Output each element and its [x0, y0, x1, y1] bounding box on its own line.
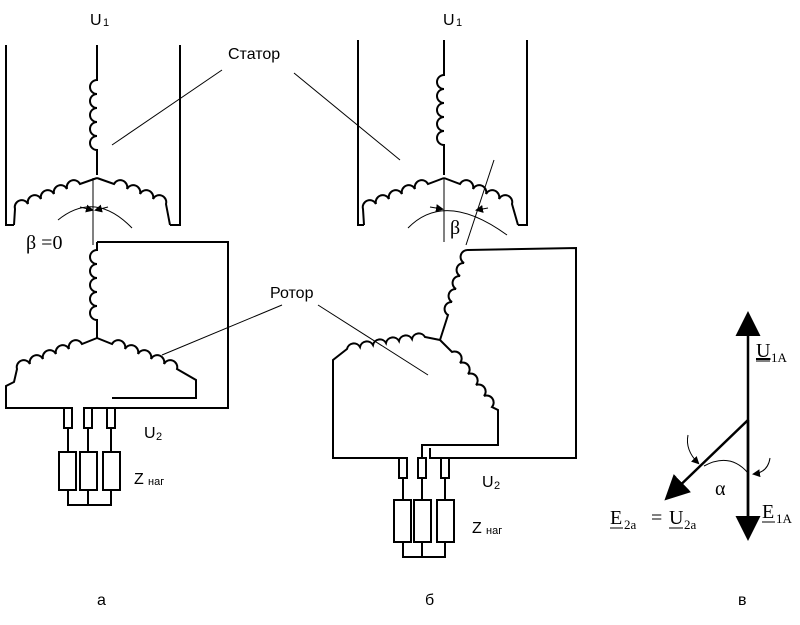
stator-leader-b	[293, 72, 401, 161]
e2a-sub: 2a	[624, 517, 637, 532]
rotor-axis-b	[465, 159, 495, 246]
stator-leader-a	[111, 69, 223, 146]
u1a-sub: 1A	[771, 350, 788, 365]
rotor-b-top-coil	[439, 249, 469, 341]
rotor-b-left-coil	[332, 332, 441, 459]
stator-b-right-wire	[518, 40, 528, 226]
u1-label-a: U	[90, 12, 102, 29]
stator-a-right-wire	[170, 45, 181, 226]
u1a-label: U	[756, 340, 771, 362]
beta-label-b: β	[450, 217, 460, 239]
rotor-b-right-coil	[421, 339, 499, 458]
equals-sign: =	[651, 507, 662, 529]
rotor-a-top-coil	[89, 242, 98, 338]
stator-b-right-coil	[443, 177, 519, 226]
u2a-label: U	[669, 507, 684, 529]
u2-label-b: U	[482, 474, 494, 491]
u2-sub-b: 2	[494, 480, 500, 492]
beta-zero-label: β =0	[26, 232, 62, 254]
u2-sub-a: 2	[156, 431, 162, 443]
alpha-label: α	[715, 478, 726, 500]
beta-arc-b	[407, 210, 508, 236]
beta-arrow-b2	[475, 204, 489, 213]
z-sub-a: наг	[148, 476, 164, 488]
rotor-a-right-wire	[92, 241, 229, 409]
load-a	[58, 451, 121, 506]
z-label-a: Z	[134, 471, 144, 488]
u1-label-b: U	[443, 12, 455, 29]
alpha-arc	[703, 459, 749, 474]
e2a-vector	[664, 419, 749, 501]
rotor-label: Ротор	[270, 285, 314, 302]
alpha-arrow-left	[687, 434, 700, 465]
rotor-a-right-coil	[96, 337, 197, 399]
stator-a-left-coil	[13, 177, 98, 226]
u1-sub-a: 1	[103, 17, 109, 29]
stator-a-right-coil	[96, 177, 171, 226]
beta-arc-a	[57, 206, 133, 229]
stator-a-top-coil	[89, 45, 98, 175]
panel-a	[5, 45, 283, 506]
stator-b-top-coil	[436, 40, 445, 175]
panel-c	[664, 311, 771, 541]
brushes-b	[398, 457, 450, 500]
rotor-a-left-coil	[5, 337, 98, 409]
rotor-leader-a	[161, 304, 283, 356]
u1-sub-b: 1	[456, 17, 462, 29]
rotor-leader-b	[317, 304, 429, 376]
caption-a: а	[97, 592, 106, 609]
stator-b-left-wire	[357, 40, 364, 226]
z-sub-b: наг	[486, 525, 502, 537]
rotor-b-right-wire	[429, 246, 577, 459]
e2a-label: E	[610, 507, 622, 529]
caption-b: б	[425, 592, 434, 609]
e1a-sub: 1A	[776, 511, 793, 526]
u2-label-a: U	[144, 425, 156, 442]
brushes-a	[63, 407, 116, 452]
load-b	[393, 499, 455, 558]
u2a-sub: 2a	[684, 517, 697, 532]
z-label-b: Z	[472, 520, 482, 537]
beta-arrow-b1	[429, 204, 444, 212]
stator-b-left-coil	[361, 177, 445, 226]
e1a-label: E	[762, 501, 774, 523]
stator-label: Статор	[228, 46, 280, 63]
caption-c: в	[738, 592, 747, 609]
panel-b	[293, 40, 577, 558]
beta-arrow-a2	[94, 204, 109, 213]
beta-arrow-a1	[79, 204, 94, 213]
stator-a-left-wire	[5, 45, 14, 226]
alpha-arrow-right	[752, 457, 771, 478]
